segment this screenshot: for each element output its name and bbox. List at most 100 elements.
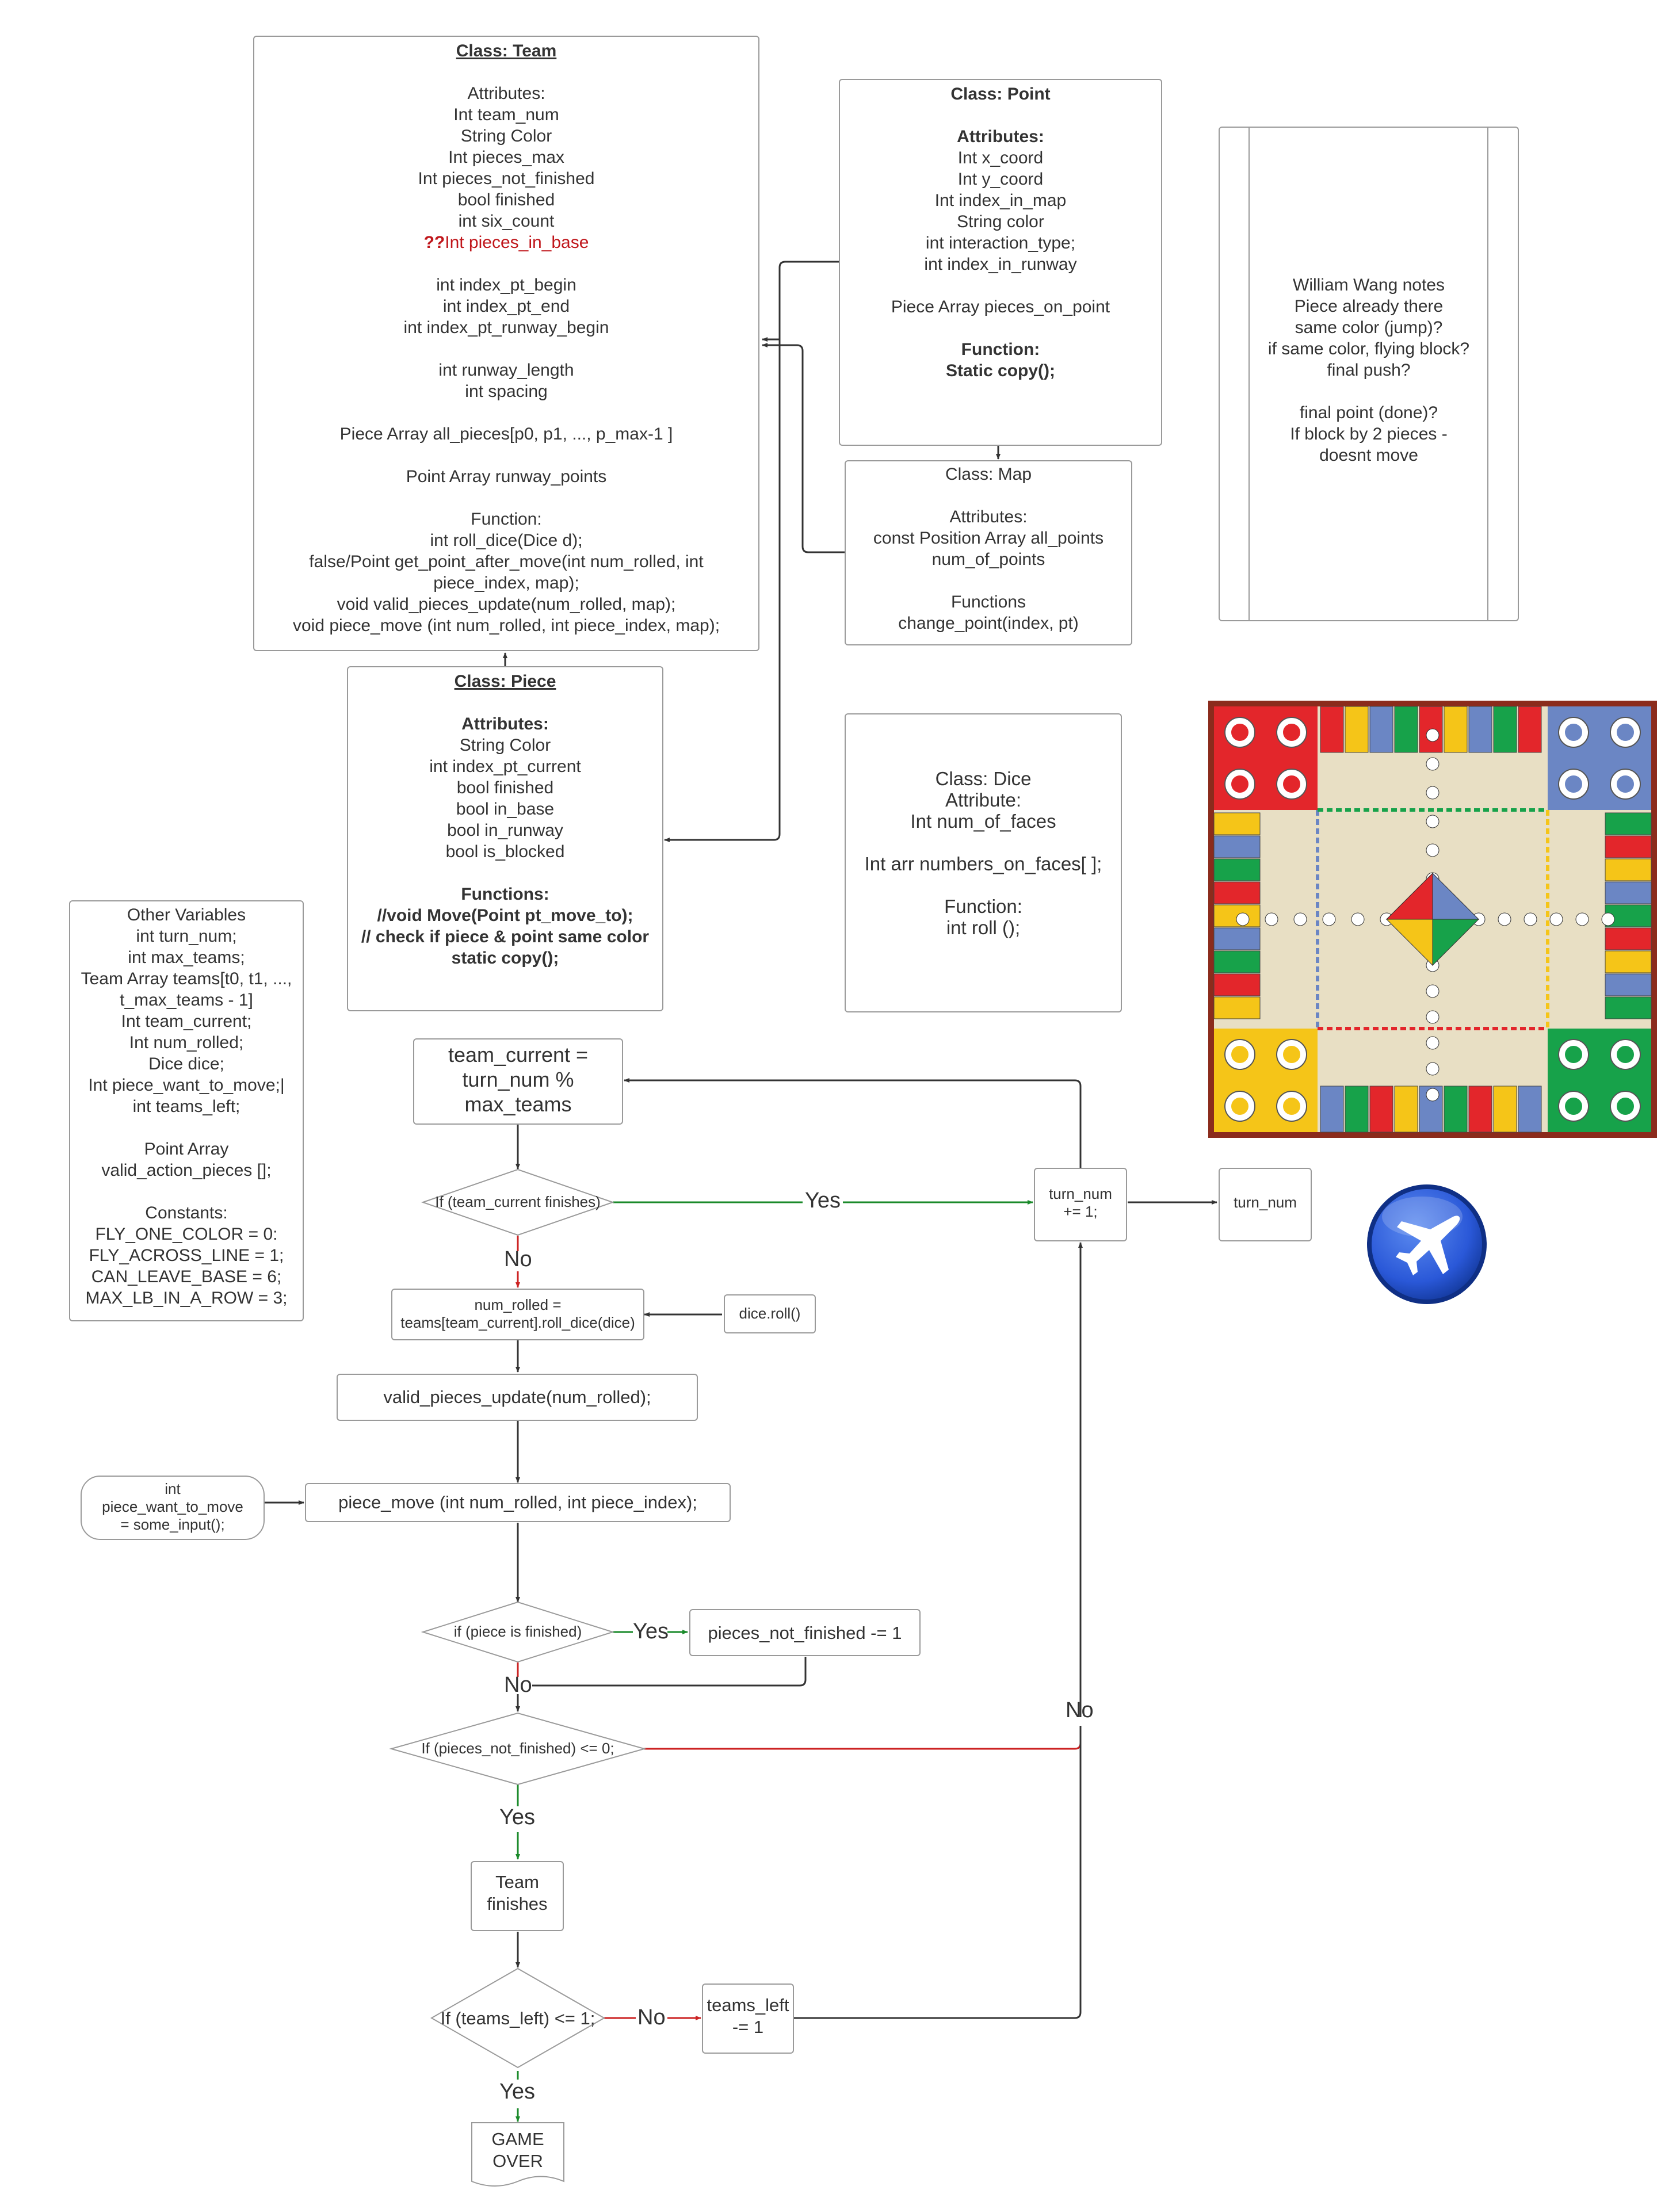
board-base-piece	[1283, 1046, 1300, 1063]
airplane-icon	[1367, 1184, 1487, 1304]
team-line: Point Array runway_points	[406, 467, 607, 486]
teams-left-dec-text: teams_left-= 1	[702, 1994, 794, 2038]
piece-line: bool finished	[456, 778, 554, 797]
board-track-square	[1444, 706, 1468, 753]
notes-line: same color (jump)?	[1295, 318, 1443, 337]
valid-update-text: valid_pieces_update(num_rolled);	[383, 1387, 651, 1407]
board-track-square	[1518, 1086, 1542, 1133]
dice-line: Int num_of_faces	[910, 811, 1056, 832]
board-home-column-dot	[1426, 757, 1440, 771]
board-track-square	[1345, 1086, 1369, 1133]
edge-label-no-team: No	[504, 1247, 532, 1271]
team-line: false/Point get_point_after_move(int num…	[309, 552, 704, 571]
vars-line: Int num_rolled;	[129, 1033, 244, 1052]
vars-line: t_max_teams - 1]	[120, 991, 253, 1010]
team-line	[253, 253, 759, 274]
board-home-column-dot	[1575, 912, 1589, 926]
team-line: Attributes:	[467, 84, 545, 103]
point-line: int interaction_type;	[925, 234, 1076, 253]
edge-pnf-merge	[532, 1657, 807, 1687]
point-line: Int y_coord	[957, 170, 1044, 189]
if-piece-finished-text: if (piece is finished)	[453, 1623, 582, 1640]
piece-line	[347, 862, 663, 884]
vars-line: int teams_left;	[132, 1097, 240, 1116]
edge-label-yes-team: Yes	[803, 1188, 843, 1213]
team-line: int index_pt_runway_begin	[403, 318, 609, 337]
team-line: Int team_num	[453, 105, 559, 124]
map-line	[845, 485, 1132, 506]
class-piece-func-heading: Functions:	[461, 885, 549, 904]
team-line: String Color	[460, 127, 552, 146]
board-track-square	[1605, 858, 1652, 881]
piece-line: int index_pt_current	[429, 757, 581, 776]
ludo-flying-chess-board-icon	[1208, 701, 1657, 1138]
vars-line: int max_teams;	[128, 948, 245, 967]
pw-line: int	[165, 1480, 181, 1497]
teams-left-dec-box	[702, 1983, 794, 2054]
board-home-column-dot	[1351, 912, 1365, 926]
map-line: num_of_points	[931, 550, 1045, 569]
turn-num-inc-box	[1034, 1168, 1127, 1241]
board-track-square	[1213, 927, 1261, 950]
edge-ifpnf-no	[644, 1726, 1082, 1750]
board-home-column-dot	[1426, 1036, 1440, 1050]
notes-line: William Wang notes	[1293, 276, 1445, 295]
nr-line: teams[team_current].roll_dice(dice)	[400, 1314, 635, 1331]
notes-line: final point (done)?	[1299, 403, 1438, 422]
class-point-func: Static copy();	[945, 361, 1056, 380]
board-track-square	[1213, 881, 1261, 904]
team-line: void valid_pieces_update(num_rolled, map…	[337, 595, 676, 614]
edge-inc-tc	[624, 1078, 1082, 1168]
num-rolled-box	[391, 1289, 644, 1340]
notes-line: If block by 2 pieces -	[1290, 425, 1448, 444]
point-line: int index_in_runway	[924, 255, 1077, 274]
board-track-square	[1213, 812, 1261, 835]
map-line: Class: Map	[945, 465, 1032, 484]
board-base-piece	[1231, 775, 1248, 793]
vars-line: valid_action_pieces [];	[101, 1161, 272, 1180]
class-point-attr-heading: Attributes:	[957, 127, 1044, 146]
class-point-title: Class: Point	[950, 85, 1051, 104]
class-piece-func-lines: //void Move(Point pt_move_to);// check i…	[347, 905, 663, 969]
board-home-column-dot	[1426, 1062, 1440, 1076]
edge-label-yes-teams: Yes	[499, 2080, 535, 2104]
board-home-column-dot	[1498, 912, 1511, 926]
tl-line: -= 1	[732, 2017, 764, 2037]
dice-line: Int arr numbers_on_faces[ ];	[864, 853, 1102, 874]
board-track-square	[1493, 1086, 1517, 1133]
dice-line: Attribute:	[945, 789, 1022, 811]
board-track-square	[1605, 835, 1652, 858]
board-base-piece	[1565, 1098, 1582, 1115]
if-team-finishes-text: If (team_current finishes)	[435, 1193, 601, 1210]
piece-move-box	[305, 1483, 731, 1522]
board-home-column-dot	[1601, 912, 1615, 926]
team-line: int index_pt_end	[442, 297, 570, 316]
notes-line: final push?	[1327, 361, 1411, 380]
team-finishes-box	[471, 1861, 564, 1931]
board-home-column-dot	[1426, 984, 1440, 998]
team-line: Piece Array all_pieces[p0, p1, ..., p_ma…	[339, 425, 673, 444]
edge-point-piece	[664, 339, 781, 842]
piece-func-line: //void Move(Point pt_move_to);	[377, 906, 633, 925]
tf-line: Team	[495, 1872, 539, 1892]
if-teams-left-diamond	[430, 1967, 606, 2069]
class-piece-box	[347, 666, 663, 1011]
team-line: int runway_length	[438, 361, 574, 380]
dice-line: Function:	[944, 896, 1022, 917]
go-line: GAME	[491, 2129, 544, 2149]
team-line	[253, 338, 759, 360]
tc-line: turn_num %	[462, 1068, 574, 1091]
vars-line: int turn_num;	[136, 927, 237, 946]
